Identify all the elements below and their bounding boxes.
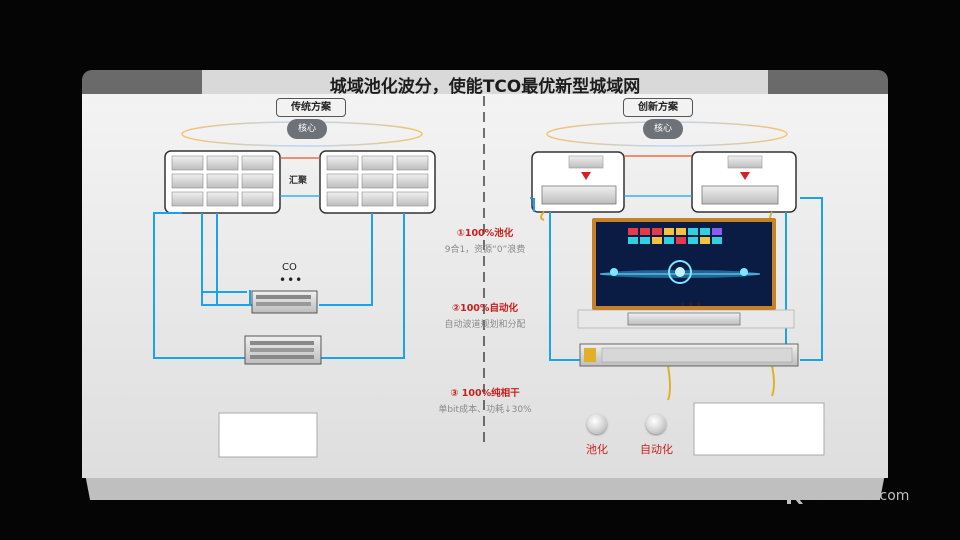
benefit-2-heading: ②100%自动化 bbox=[452, 303, 518, 314]
benefit-3: ③ 100%纯相干 单bit成本、功耗↓30% bbox=[410, 385, 560, 415]
left-core-node: 核心 bbox=[287, 119, 327, 139]
benefit-2-sub: 自动波道规划和分配 bbox=[444, 320, 526, 330]
demo-board bbox=[82, 70, 888, 480]
co-device-1 bbox=[251, 290, 318, 314]
co-label: CO bbox=[282, 262, 297, 273]
benefit-1-heading: ①100%池化 bbox=[456, 228, 514, 239]
right-core-node: 核心 bbox=[643, 119, 683, 139]
left-scheme-label: 传统方案 bbox=[276, 98, 346, 117]
page-title: 城域池化波分，使能TCO最优新型城域网 bbox=[329, 77, 641, 97]
benefit-1-sub: 9合1，资源“0”浪费 bbox=[444, 245, 526, 255]
co-device-2 bbox=[244, 335, 322, 365]
left-agg-label: 汇聚 bbox=[289, 176, 308, 186]
automation-knob[interactable] bbox=[646, 414, 666, 434]
right-bottom-slot bbox=[693, 402, 825, 456]
screen-dots: ••• bbox=[679, 298, 704, 312]
screen-graphic bbox=[596, 222, 764, 298]
benefit-2: ②100%自动化 自动波道规划和分配 bbox=[410, 300, 560, 330]
co-dots: ••• bbox=[279, 273, 304, 287]
dashboard-screen bbox=[592, 218, 776, 310]
left-bottom-slot bbox=[218, 412, 318, 458]
automation-knob-label: 自动化 bbox=[640, 443, 673, 456]
pooling-knob[interactable] bbox=[587, 414, 607, 434]
benefit-1: ①100%池化 9合1，资源“0”浪费 bbox=[410, 225, 560, 255]
benefit-3-sub: 单bit成本、功耗↓30% bbox=[438, 405, 532, 415]
right-scheme-label: 创新方案 bbox=[623, 98, 693, 117]
board-graphics bbox=[82, 70, 888, 478]
watermark-text: ReleBook.com bbox=[810, 488, 910, 504]
right-main-device bbox=[579, 343, 799, 367]
benefit-3-heading: ③ 100%纯相干 bbox=[450, 388, 520, 399]
watermark-logo-icon bbox=[787, 488, 803, 504]
pooling-knob-label: 池化 bbox=[586, 443, 608, 456]
